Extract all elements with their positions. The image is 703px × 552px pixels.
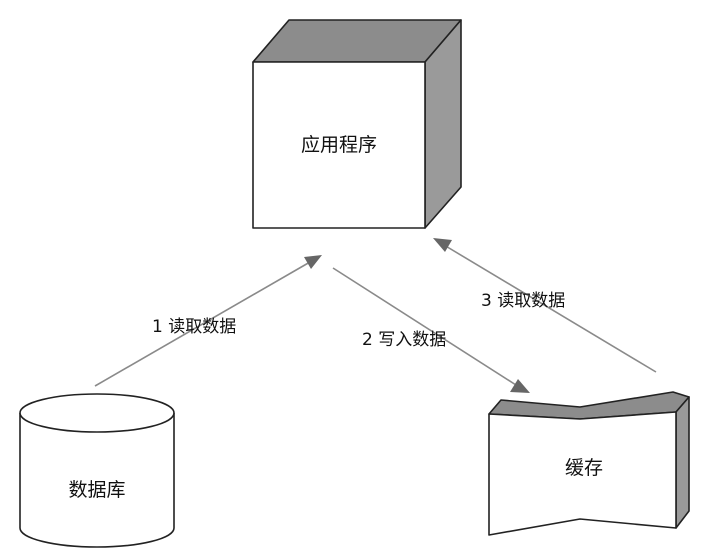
cache-label: 缓存 [565,457,603,479]
cache-node: 缓存 [488,391,690,536]
cache-front [488,411,677,536]
app-node: 应用程序 [252,19,462,229]
app-cube-front [252,61,426,229]
edge-write-cache-arrowhead [510,379,530,393]
edge-read-cache: 3 读取数据 [433,238,657,373]
cache-side [675,396,690,529]
app-label: 应用程序 [301,134,377,156]
edge-read-cache-line [443,244,657,373]
edge-read-cache-arrowhead [433,238,452,252]
edge-write-cache-line [332,267,517,386]
database-node: 数据库 [19,393,175,548]
edge-read-cache-label: 3 读取数据 [481,291,565,311]
database-top [19,393,175,433]
edge-read-db-arrowhead [304,255,322,269]
database-body [19,413,175,548]
database-label: 数据库 [68,479,125,501]
edge-read-db-label: 1 读取数据 [152,317,236,337]
edge-read-db: 1 读取数据 [94,255,322,387]
edge-write-cache: 2 写入数据 [332,267,530,393]
edge-write-cache-label: 2 写入数据 [362,330,446,350]
edge-read-db-line [94,261,311,387]
